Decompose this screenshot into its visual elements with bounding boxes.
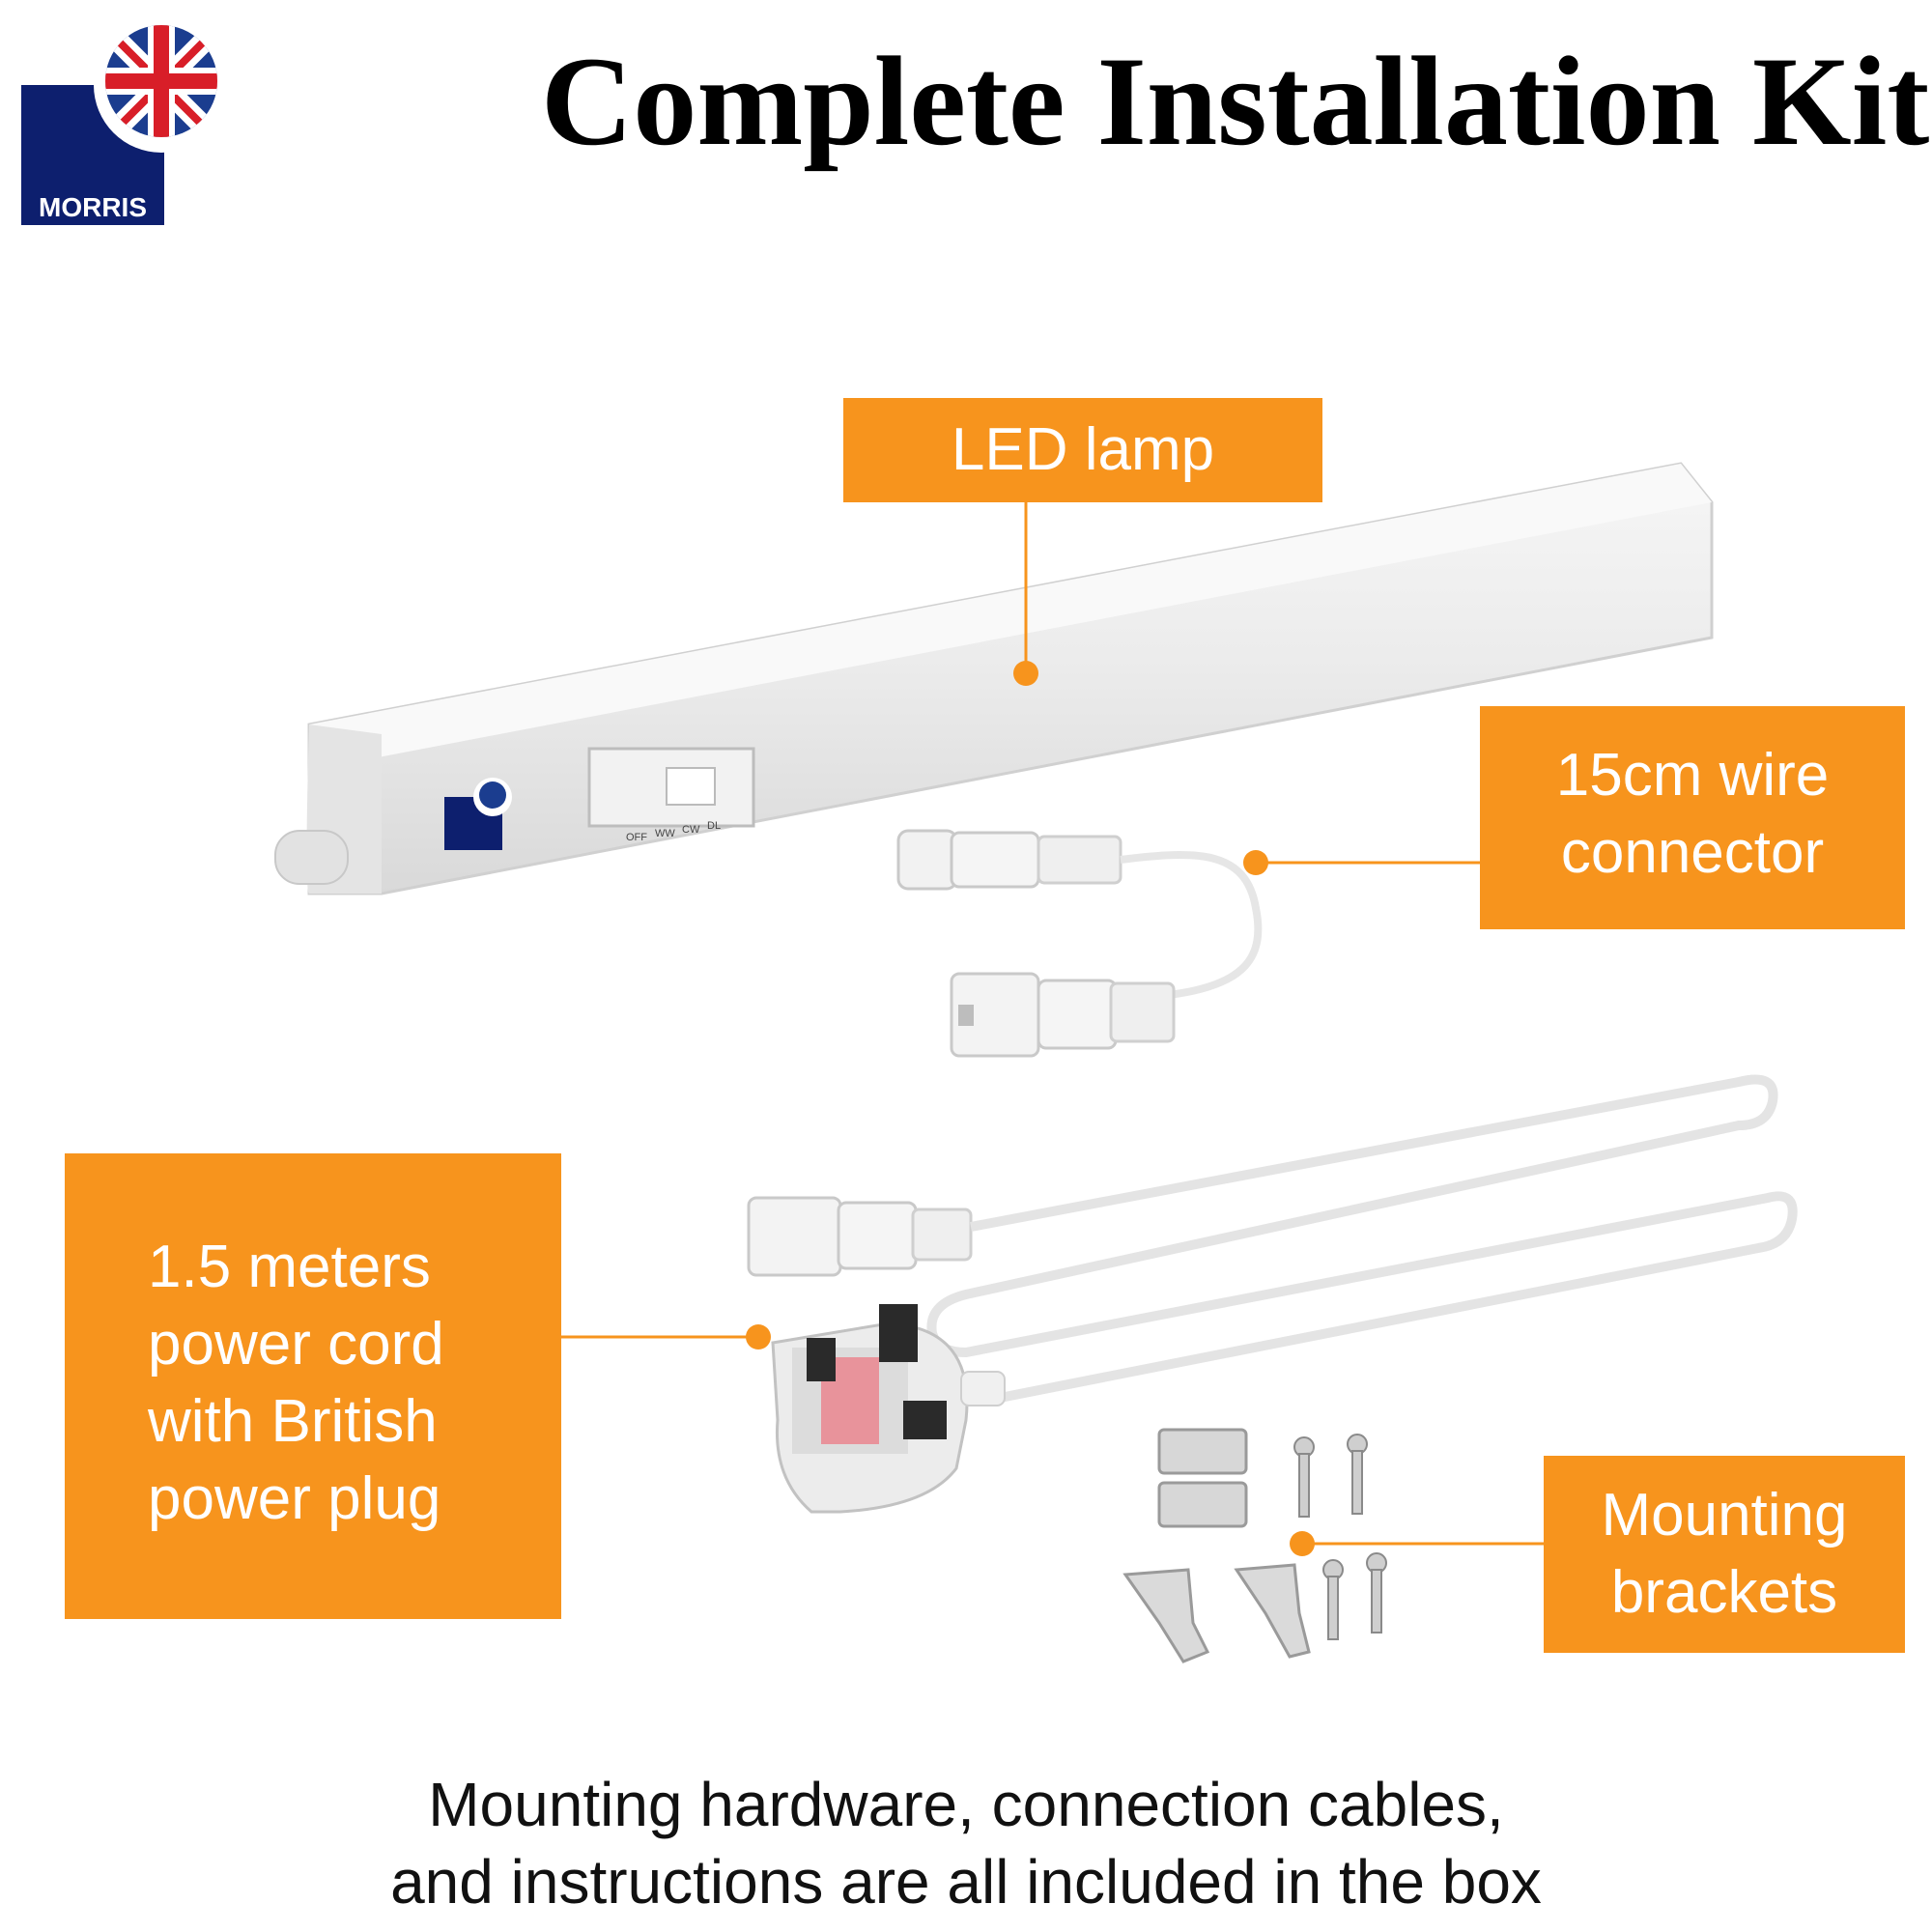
label-mounting-brackets-text: Mounting brackets	[1601, 1482, 1848, 1626]
label-led-lamp-text: LED lamp	[951, 416, 1215, 483]
label-mounting-brackets: Mounting brackets	[1544, 1456, 1905, 1653]
morris-logo	[21, 21, 224, 225]
label-wire-connector-text: 15cm wire connector	[1555, 742, 1830, 886]
brand-name: MORRIS	[39, 192, 147, 222]
label-led-lamp: LED lamp	[843, 398, 1322, 502]
footer-line-2: and instructions are all included in the…	[390, 1847, 1542, 1917]
switch-label-dl: DL	[707, 820, 721, 832]
footer-note: Mounting hardware, connection cables, an…	[0, 1766, 1932, 1920]
leader-lines	[561, 502, 1544, 1556]
footer-line-1: Mounting hardware, connection cables,	[428, 1770, 1504, 1839]
label-wire-connector: 15cm wire connector	[1480, 706, 1905, 929]
switch-label-cw: CW	[682, 824, 700, 836]
power-cord	[747, 1074, 1798, 1514]
led-lamp: OFF WW CW DL	[274, 462, 1714, 895]
switch-label-off: OFF	[626, 832, 647, 843]
label-power-cord-text: 1.5 meters power cord with British power…	[148, 1234, 444, 1532]
mounting-brackets	[1122, 1428, 1387, 1663]
switch-label-ww: WW	[655, 828, 675, 839]
wire-connector	[896, 829, 1263, 1058]
label-power-cord: 1.5 meters power cord with British power…	[65, 1153, 561, 1619]
page-title: Complete Installation Kit	[541, 30, 1930, 172]
